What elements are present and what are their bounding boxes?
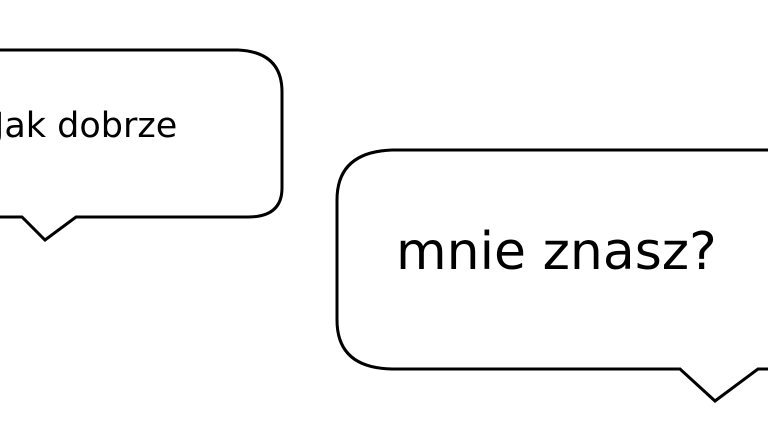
speech-bubble-2	[335, 148, 768, 403]
speech-bubble-1	[0, 48, 284, 242]
bubble-2-text: mnie znasz?	[396, 222, 717, 282]
bubble-1-text: Jak dobrze	[0, 106, 178, 146]
